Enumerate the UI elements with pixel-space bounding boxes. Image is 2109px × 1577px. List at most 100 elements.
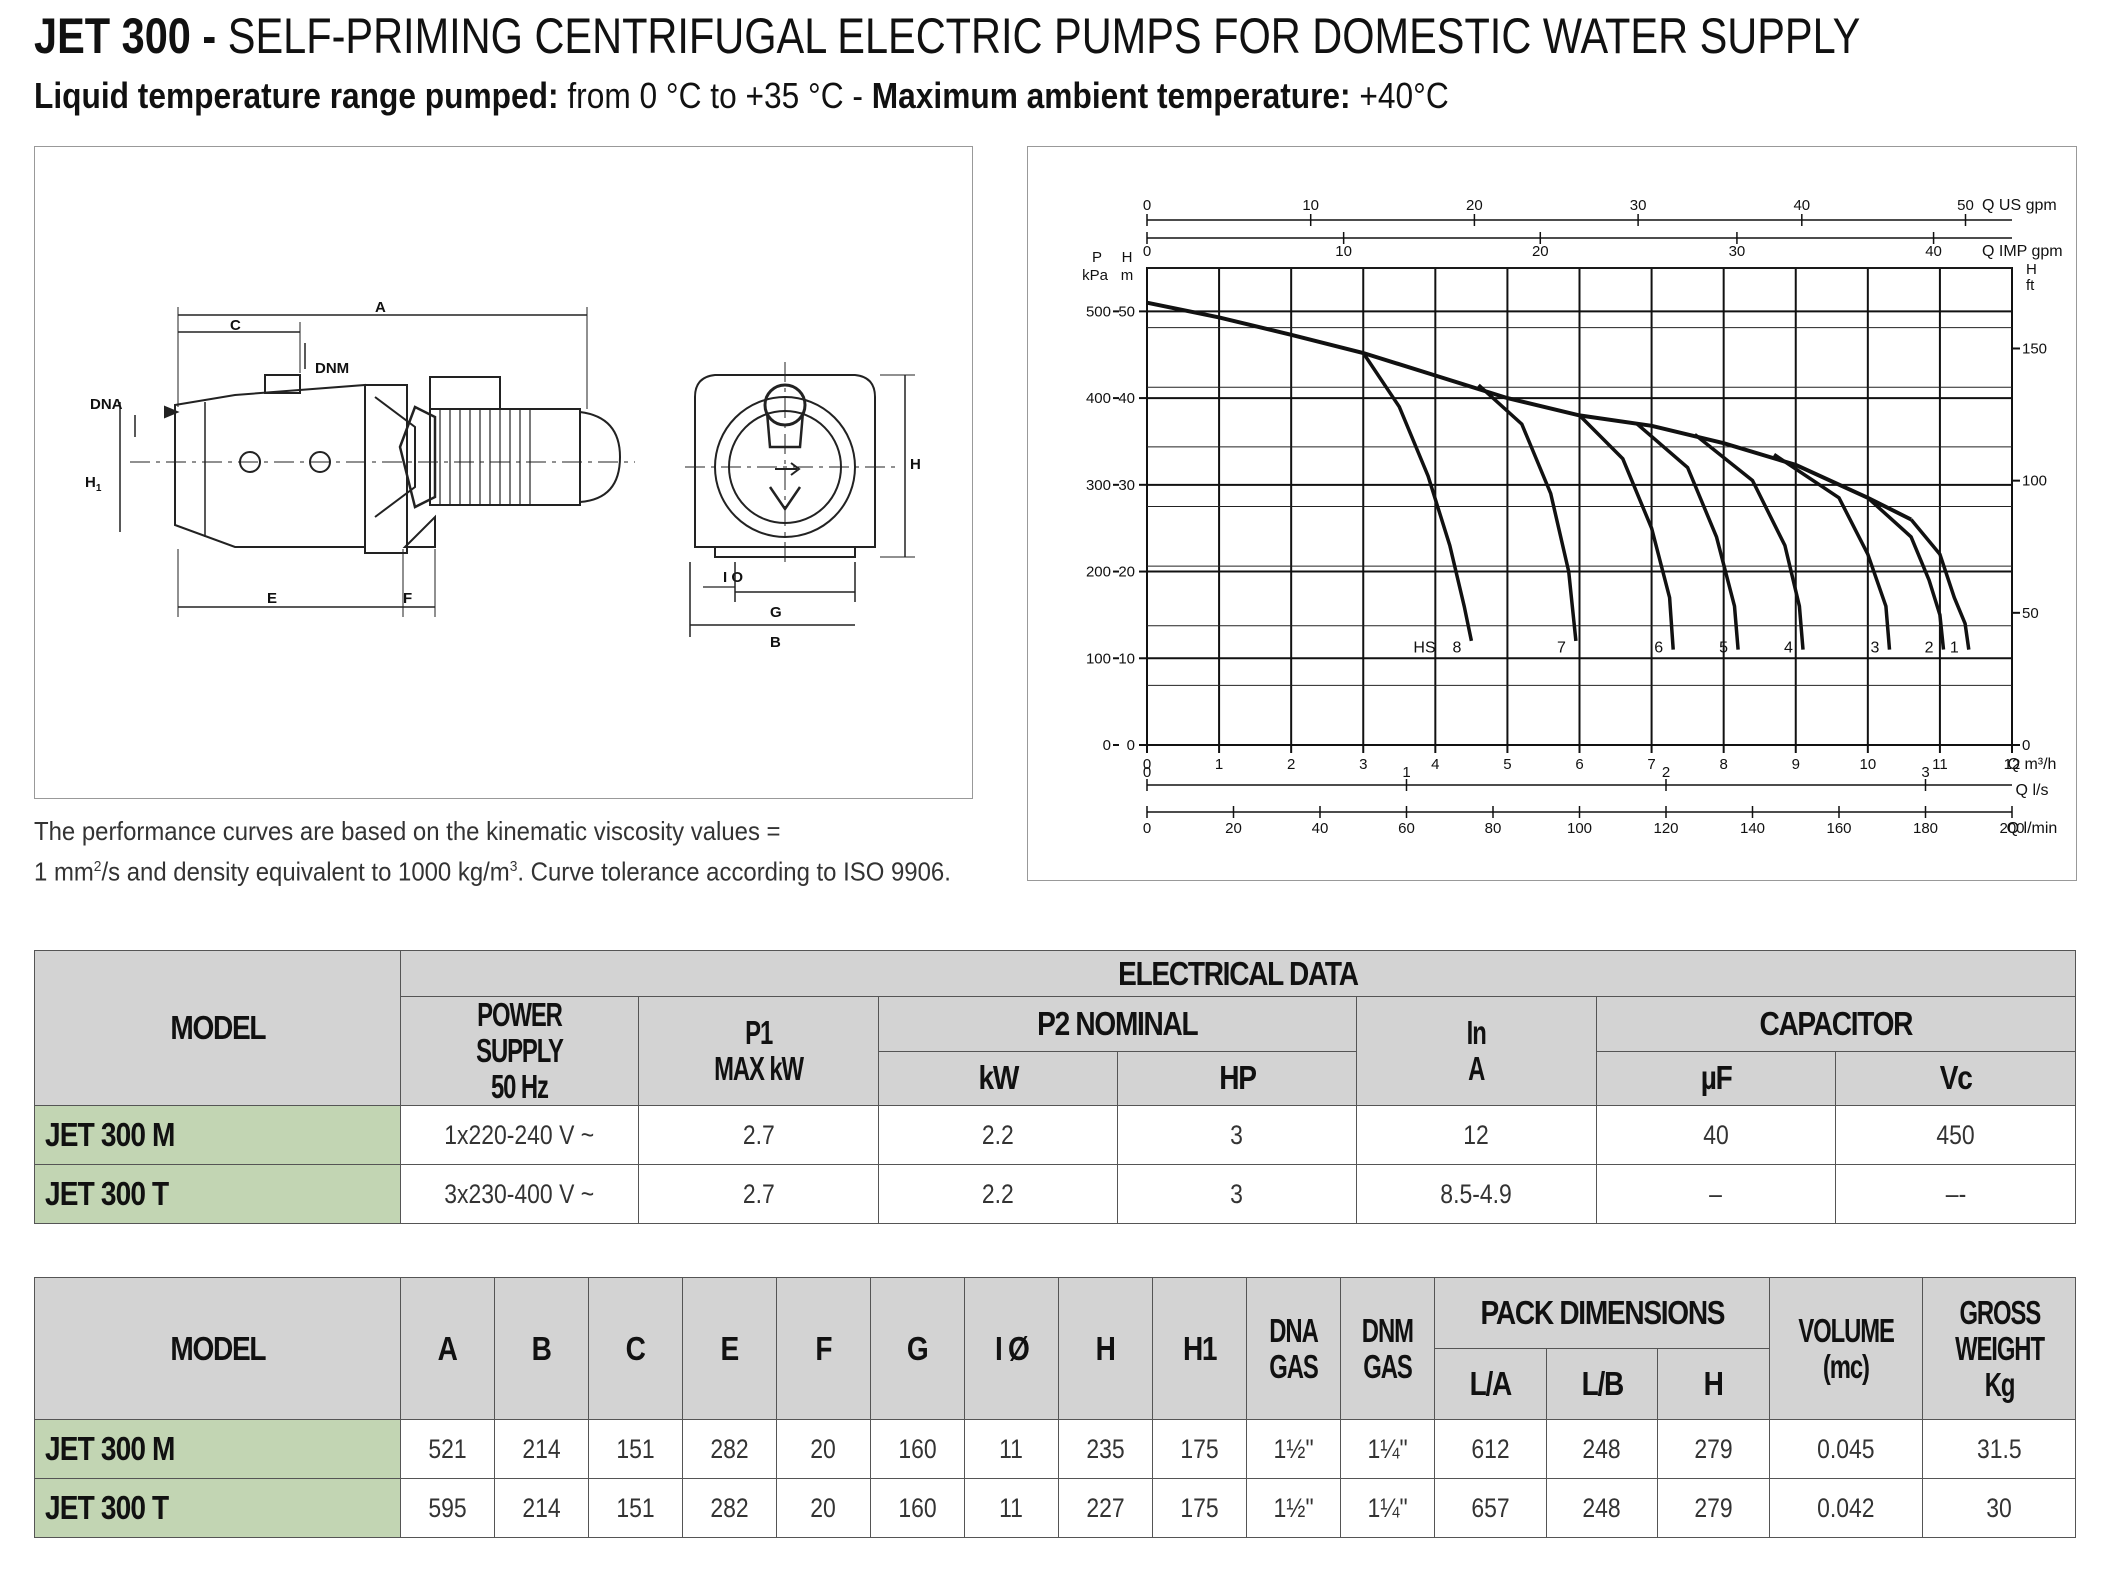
elec-cell: 3 [1117, 1105, 1357, 1165]
y-axis-label-h: H [1122, 249, 1133, 266]
dims-row-model: JET 300 T [34, 1478, 401, 1538]
x-tick-label-lmin: 200 [1999, 820, 2024, 837]
y-tick-label-kpa: 300 [1086, 477, 1111, 494]
ambient-temp-label: Maximum ambient temperature: [871, 75, 1351, 116]
dim-label-dna: DNA [90, 396, 123, 413]
elec-cell: 2.2 [878, 1105, 1118, 1165]
elec-model-header: MODEL [34, 950, 401, 1106]
y-tick-label-kpa: 200 [1086, 564, 1111, 581]
dims-col-header: C [588, 1277, 683, 1420]
dim-label-h1: H1 [85, 474, 102, 494]
dim-label-e: E [267, 590, 277, 607]
dims-col-header: F [776, 1277, 871, 1420]
elec-uf-header: µF [1596, 1050, 1836, 1106]
table-row: JET 300 T 595 214 151 282 20 160 11 227 … [34, 1478, 2077, 1538]
dims-col-header: A [400, 1277, 495, 1420]
y-axis-label-m: m [1121, 267, 1134, 284]
pump-dimension-drawing: A C DNM DNA H1 E F H I O G B [85, 299, 921, 651]
dims-cell: 657 [1434, 1478, 1547, 1538]
dims-col-header: H1 [1152, 1277, 1247, 1420]
dims-cell: 175 [1152, 1478, 1247, 1538]
series-label-4: 4 [1784, 639, 1793, 656]
series-label-3: 3 [1871, 639, 1880, 656]
series-label-6: 6 [1654, 639, 1663, 656]
dimension-drawing-panel: A C DNM DNA H1 E F H I O G B [34, 146, 973, 799]
x-tick-label-m3h: 12 [2004, 756, 2021, 773]
elec-cell: 2.7 [638, 1164, 879, 1224]
series-line-1 [1909, 518, 1971, 650]
y-axis-label-p: P [1092, 249, 1102, 266]
table-row: JET 300 M 1x220-240 V ~ 2.7 2.2 3 12 40 … [34, 1105, 2077, 1165]
dims-cell: 0.042 [1769, 1478, 1924, 1538]
dims-cell: 20 [776, 1478, 871, 1538]
y-tick-label-m: 30 [1118, 477, 1135, 494]
elec-cell: 12 [1356, 1105, 1597, 1165]
x-tick-label-m3h: 3 [1359, 756, 1367, 773]
top-tick-label-usgpm: 30 [1630, 197, 1647, 214]
top-tick-label-usgpm: 20 [1466, 197, 1483, 214]
x-tick-label-lmin: 0 [1143, 820, 1151, 837]
x-axis-label-ls: Q l/s [2016, 782, 2049, 799]
series-envelope-line [1146, 300, 1912, 522]
dim-label-i: I O [723, 569, 743, 586]
x-tick-label-lmin: 20 [1225, 820, 1242, 837]
dim-label-h: H [910, 456, 921, 473]
x-tick-label-m3h: 2 [1287, 756, 1295, 773]
top-tick-label-usgpm: 50 [1957, 197, 1974, 214]
elec-p2-header: P2 NOMINAL [878, 996, 1357, 1052]
elec-row-model: JET 300 M [34, 1105, 401, 1165]
elec-cell: 40 [1596, 1105, 1836, 1165]
x-tick-label-m3h: 10 [1859, 756, 1876, 773]
series-line-3 [1773, 453, 1892, 650]
dims-cell: 612 [1434, 1419, 1547, 1479]
x-tick-label-lmin: 120 [1653, 820, 1678, 837]
y-tick-label-kpa: 400 [1086, 390, 1111, 407]
liquid-temp-label: Liquid temperature range pumped: [34, 75, 559, 116]
dims-cell: 214 [494, 1419, 589, 1479]
dims-cell: 30 [1922, 1478, 2077, 1538]
x-tick-label-m3h: 11 [1932, 756, 1948, 773]
dims-cell: 282 [682, 1419, 777, 1479]
x-tick-label-m3h: 9 [1792, 756, 1800, 773]
x-tick-label-m3h: 6 [1575, 756, 1583, 773]
dims-cell: 175 [1152, 1419, 1247, 1479]
page-title: JET 300 - SELF-PRIMING CENTRIFUGAL ELECT… [34, 6, 1860, 66]
top-tick-label-impgpm: 0 [1143, 243, 1151, 260]
x-axis-label-m3h: Q m³/h [2008, 756, 2057, 773]
dims-cell: 1¼" [1340, 1419, 1435, 1479]
y-axis-label-hft: H [2026, 261, 2037, 278]
note-line-1: The performance curves are based on the … [34, 816, 781, 846]
dims-cell: 1½" [1246, 1478, 1341, 1538]
y-tick-label-m: 0 [1127, 737, 1135, 754]
series-line-2 [1866, 496, 1946, 650]
y-tick-label-kpa: 100 [1086, 650, 1111, 667]
dims-volume-header: VOLUME(mc) [1769, 1277, 1924, 1420]
x-tick-label-lmin: 60 [1398, 820, 1415, 837]
elec-cell: – [1596, 1164, 1836, 1224]
dims-col-header: I Ø [964, 1277, 1059, 1420]
dims-pack-la-header: L/A [1434, 1348, 1547, 1420]
elec-cell: 1x220-240 V ~ [400, 1105, 639, 1165]
x-tick-label-lmin: 180 [1913, 820, 1938, 837]
x-tick-label-ls: 3 [1921, 764, 1929, 781]
dims-cell: 214 [494, 1478, 589, 1538]
top-axis-label-usgpm: Q US gpm [1982, 197, 2057, 214]
y-tick-label-ft: 150 [2022, 340, 2047, 357]
elec-group-header: ELECTRICAL DATA [399, 950, 2077, 997]
y-tick-label-ft: 0 [2022, 737, 2030, 754]
top-tick-label-impgpm: 30 [1729, 243, 1746, 260]
elec-kw-header: kW [878, 1050, 1118, 1106]
dims-cell: 1¼" [1340, 1478, 1435, 1538]
dim-label-a: A [375, 299, 386, 316]
x-axis-label-lmin: Q l/min [2007, 820, 2058, 837]
dims-col-header: E [682, 1277, 777, 1420]
y-tick-label-m: 10 [1118, 650, 1135, 667]
y-axis-label-kpa: kPa [1082, 267, 1109, 284]
